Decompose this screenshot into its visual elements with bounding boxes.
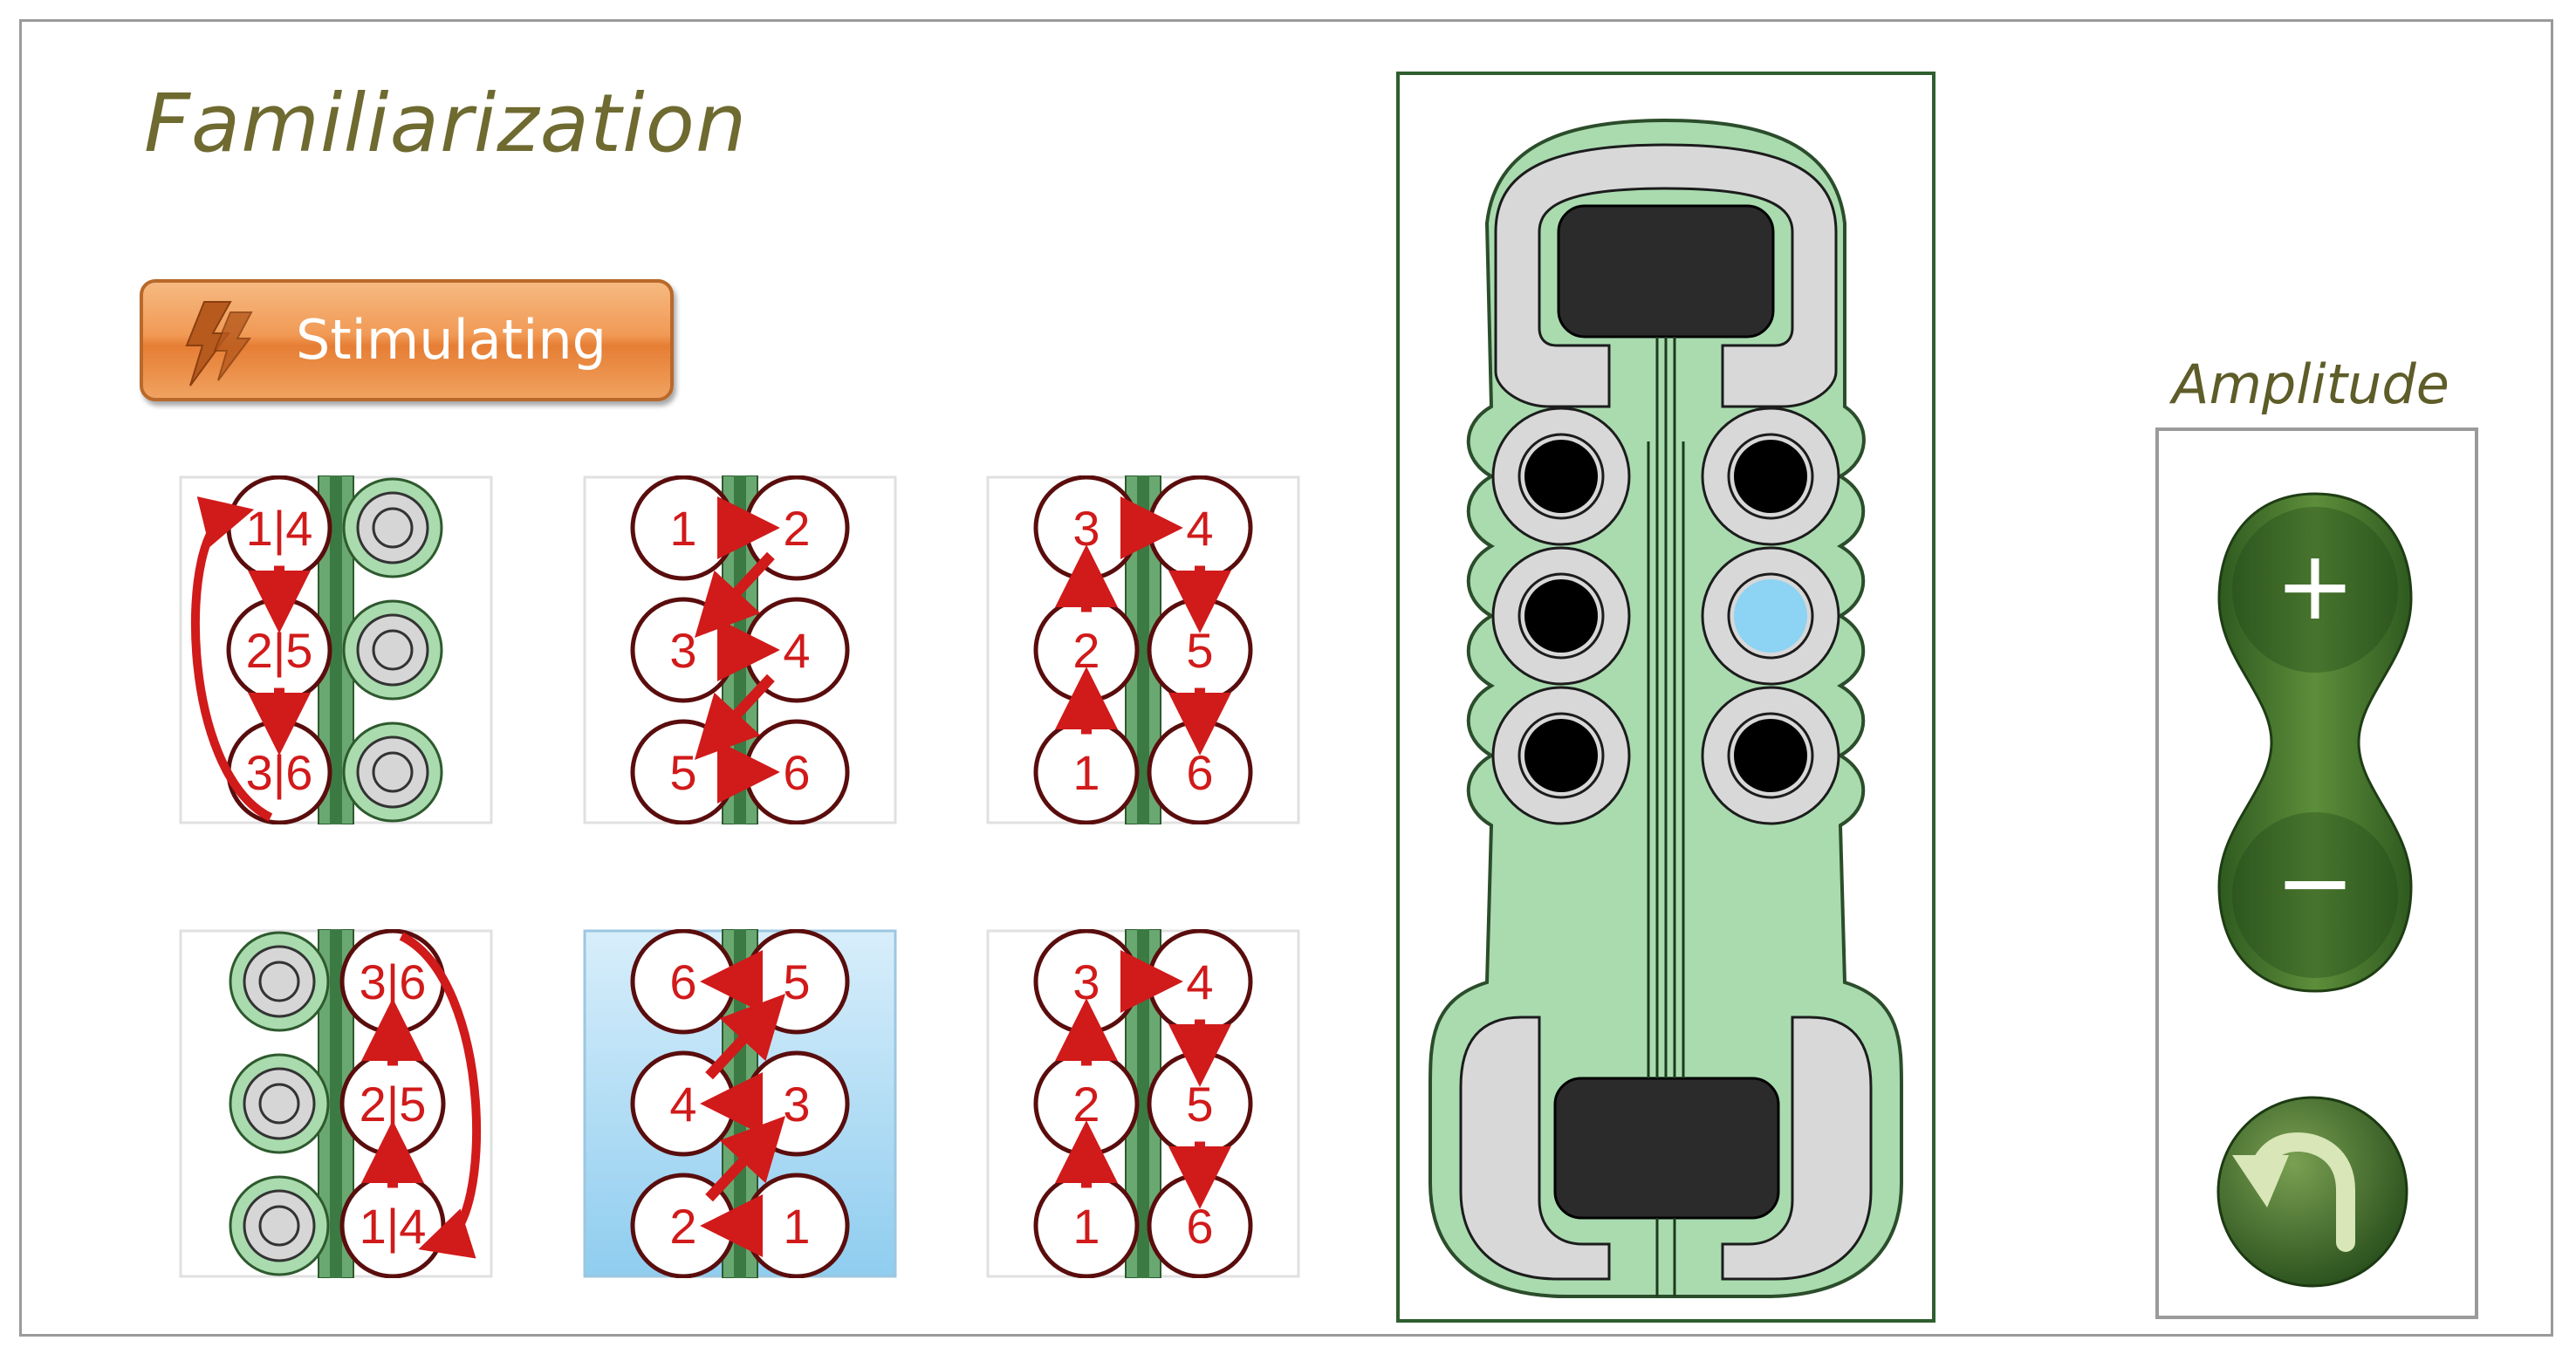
- sequence-arrow: [694, 674, 775, 761]
- contact-label: 1: [669, 501, 696, 556]
- contact-label: 5: [783, 954, 810, 1009]
- contact-label: 3|6: [246, 745, 313, 800]
- stimulating-button[interactable]: Stimulating: [140, 279, 674, 401]
- stim-contact: 3: [743, 1050, 850, 1157]
- minus-icon: −: [2274, 826, 2356, 938]
- pattern-thumbnail[interactable]: 6 4 2 5 3 1: [583, 929, 897, 1278]
- contact-label: 3: [783, 1077, 810, 1132]
- stim-contact: 5: [1147, 597, 1253, 703]
- stim-contact: 3: [1033, 475, 1140, 581]
- stim-contact: 6: [630, 929, 736, 1035]
- pattern-thumbnail[interactable]: 1|4 2|5 3|6: [179, 475, 493, 824]
- plus-icon: +: [2274, 530, 2356, 641]
- contact: [1701, 686, 1840, 825]
- stim-contact: 6: [1147, 719, 1253, 824]
- sequence-arrow: [705, 1115, 786, 1202]
- active-contact: [1701, 546, 1840, 686]
- page-title: Familiarization: [144, 77, 748, 170]
- contact-label: 5: [1186, 1077, 1213, 1132]
- electrode-body: [1428, 118, 1903, 1298]
- contact-label: 4: [669, 1077, 696, 1132]
- lightning-icon: [185, 301, 253, 386]
- amplitude-decrease-button[interactable]: −: [2215, 782, 2415, 1000]
- inactive-contact: [342, 722, 443, 823]
- contact: [1491, 686, 1631, 825]
- contact: [1701, 407, 1840, 546]
- stimulating-label: Stimulating: [296, 308, 606, 372]
- contact-label: 3: [1072, 954, 1100, 1009]
- contact-label: 1|4: [246, 501, 313, 556]
- stim-contact: 2: [1033, 597, 1140, 703]
- inactive-contact: [229, 1053, 330, 1154]
- stim-contact: 5: [1147, 1050, 1253, 1157]
- pattern-thumbnail[interactable]: 1 3 5 2 4 6: [583, 475, 897, 824]
- contact: [1491, 407, 1631, 546]
- contact-label: 6: [1186, 745, 1213, 800]
- contact-label: 6: [783, 745, 810, 800]
- pattern-thumbnail[interactable]: 3 2 1 4 5 6: [986, 475, 1300, 824]
- contact-label: 2|5: [246, 623, 313, 678]
- reset-button[interactable]: [2215, 1094, 2410, 1289]
- stim-contact: 4: [1147, 929, 1253, 1035]
- contact-label: 1: [783, 1199, 810, 1254]
- stim-contact: 4: [1147, 475, 1253, 581]
- contact-label: 3: [1072, 501, 1100, 556]
- contact-label: 2: [1072, 623, 1100, 678]
- contact-label: 2: [783, 501, 810, 556]
- amplitude-panel: + −: [2155, 427, 2478, 1319]
- stim-contact: 1: [1033, 719, 1140, 824]
- contact-label: 4: [1186, 501, 1213, 556]
- contact-label: 3: [669, 623, 696, 678]
- electrode-array: [1396, 72, 1935, 1323]
- contact-label: 4: [783, 623, 810, 678]
- stim-contact: 1: [1033, 1173, 1140, 1278]
- stim-contact: 2: [1033, 1050, 1140, 1157]
- undo-icon: [2216, 1096, 2408, 1288]
- contact-label: 5: [1186, 623, 1213, 678]
- contact-label: 6: [669, 954, 696, 1009]
- cycle-arrow: [399, 932, 482, 1259]
- contact: [1491, 546, 1631, 686]
- stim-contact: 3: [1033, 929, 1140, 1035]
- amplitude-control: + −: [2215, 485, 2415, 1000]
- contact-label: 1: [1072, 1199, 1100, 1254]
- amplitude-increase-button[interactable]: +: [2215, 485, 2415, 703]
- stim-contact: 1: [743, 1173, 850, 1278]
- cycle-arrow: [190, 496, 273, 822]
- pattern-thumbnail[interactable]: 3|6 2|5 1|4: [179, 929, 493, 1278]
- contact-label: 2: [669, 1199, 696, 1254]
- contact-label: 2|5: [360, 1077, 427, 1132]
- sequence-arrow: [694, 551, 775, 639]
- inactive-contact: [342, 477, 443, 578]
- stim-contact: 6: [1147, 1173, 1253, 1278]
- inactive-contact: [229, 1175, 330, 1276]
- stim-contact: 1|4: [226, 475, 332, 581]
- contact-label: 6: [1186, 1199, 1213, 1254]
- stim-contact: 2|5: [226, 597, 332, 703]
- stim-contact: 1|4: [339, 1173, 446, 1278]
- inactive-contact: [229, 931, 330, 1032]
- stim-contact: 3|6: [339, 929, 446, 1035]
- contact-label: 4: [1186, 954, 1213, 1009]
- stim-contact: 3|6: [226, 719, 332, 824]
- pattern-thumbnail[interactable]: 3 2 1 4 5 6: [986, 929, 1300, 1278]
- contact-label: 2: [1072, 1077, 1100, 1132]
- contact-label: 3|6: [360, 954, 427, 1009]
- stim-contact: 6: [743, 719, 850, 824]
- stim-contact: 1: [630, 475, 736, 581]
- amplitude-label: Amplitude: [2172, 352, 2449, 416]
- contact-label: 5: [669, 745, 696, 800]
- sequence-arrow: [705, 993, 786, 1080]
- stim-contact: 2|5: [339, 1050, 446, 1157]
- contact-label: 1: [1072, 745, 1100, 800]
- contact-label: 1|4: [360, 1199, 427, 1254]
- inactive-contact: [342, 599, 443, 701]
